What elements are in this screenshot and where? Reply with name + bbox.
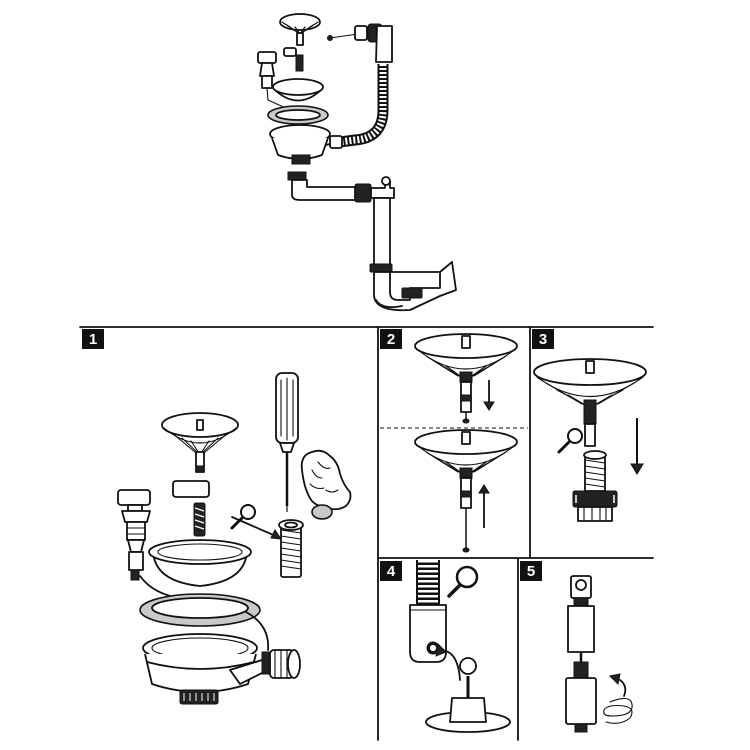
p3-drain-nut bbox=[572, 490, 618, 522]
svg-text:2: 2 bbox=[387, 331, 395, 348]
magnifier-icon bbox=[557, 428, 583, 454]
p2-strainer-basket-bottom bbox=[414, 429, 518, 553]
arrow-down-icon bbox=[483, 380, 495, 411]
arrow-up-icon bbox=[478, 484, 490, 528]
p5-overflow-cable bbox=[565, 575, 597, 733]
overview-overflow-outlet bbox=[327, 23, 393, 63]
p4-overflow-plug bbox=[425, 657, 511, 733]
svg-text:4: 4 bbox=[387, 563, 396, 580]
rotate-icon bbox=[603, 673, 633, 724]
p3-threaded-pipe bbox=[583, 450, 607, 492]
svg-text:3: 3 bbox=[539, 331, 547, 348]
p1-arrow bbox=[231, 516, 279, 538]
overview-tube bbox=[295, 54, 304, 72]
arrow-down-icon bbox=[630, 418, 644, 475]
step-5-badge: 5 bbox=[520, 561, 542, 581]
panel-1 bbox=[117, 372, 352, 705]
svg-text:5: 5 bbox=[527, 563, 535, 580]
overview-overflow-hose bbox=[329, 64, 389, 149]
panel-2 bbox=[414, 333, 518, 553]
p1-overflow-connector bbox=[245, 611, 301, 679]
p4-curved-arrow bbox=[435, 642, 461, 681]
p1-threaded-pipe bbox=[278, 519, 304, 578]
overview-assembly bbox=[257, 13, 457, 312]
p1-drain-body bbox=[142, 633, 269, 705]
p1-spring-rod bbox=[193, 502, 206, 537]
overview-tailpiece bbox=[287, 171, 372, 203]
step-4-badge: 4 bbox=[380, 561, 402, 581]
panel-5 bbox=[565, 575, 633, 733]
p1-cap-pad bbox=[172, 480, 210, 498]
hand-icon bbox=[300, 449, 352, 520]
overview-bottle-trap bbox=[369, 176, 457, 312]
p2-strainer-basket-top bbox=[414, 333, 518, 424]
p1-overflow-knob bbox=[117, 489, 171, 597]
p1-sink-flange bbox=[148, 539, 252, 587]
overview-sink-flange bbox=[272, 78, 324, 102]
p1-gasket bbox=[139, 593, 261, 627]
p3-strainer-basket bbox=[533, 358, 647, 447]
magnifier-icon bbox=[447, 565, 479, 598]
overview-strainer-basket bbox=[279, 13, 321, 46]
panel-grid bbox=[79, 326, 654, 741]
step-1-badge: 1 bbox=[82, 329, 104, 349]
screwdriver-icon bbox=[275, 372, 299, 512]
panel-4 bbox=[409, 560, 511, 733]
p1-strainer-basket bbox=[161, 412, 239, 473]
step-2-badge: 2 bbox=[380, 329, 402, 349]
svg-text:1: 1 bbox=[89, 331, 97, 348]
step-3-badge: 3 bbox=[532, 329, 554, 349]
panel-3 bbox=[533, 358, 647, 522]
